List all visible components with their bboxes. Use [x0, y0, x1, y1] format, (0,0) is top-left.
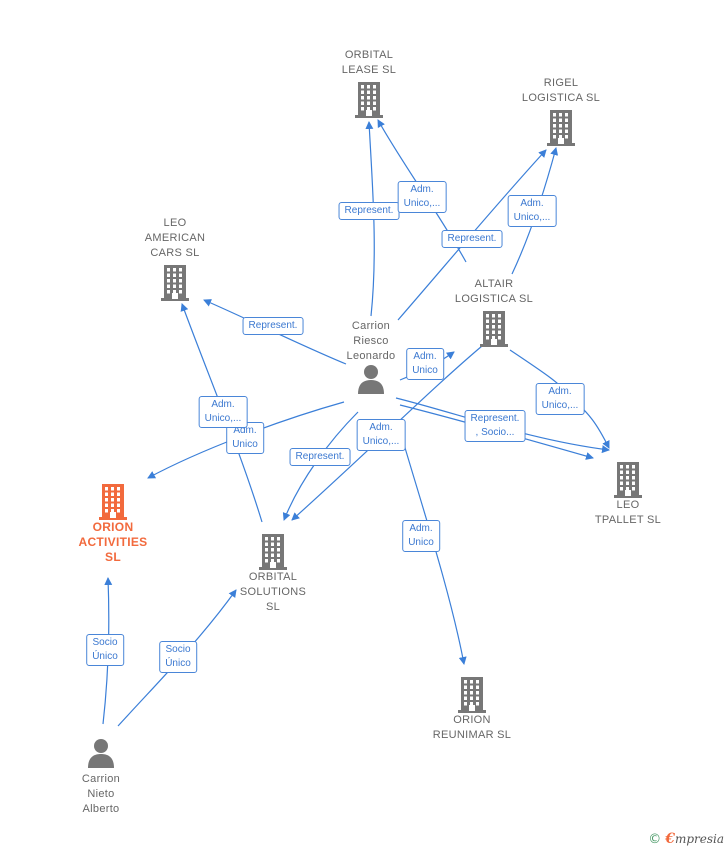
brand-name: mpresia: [674, 832, 724, 846]
edge-label[interactable]: Represent. , Socio...: [464, 410, 526, 442]
building-icon: [259, 534, 287, 570]
edge-line: [282, 411, 359, 521]
building-icon: [458, 677, 486, 713]
node-carrion-alberto[interactable]: Carrion Nieto Alberto: [46, 738, 156, 817]
node-label: LEO TPALLET SL: [594, 499, 662, 526]
person-icon: [358, 365, 384, 394]
node-leo-tpallet[interactable]: LEO TPALLET SL: [573, 458, 683, 528]
node-orbital-lease[interactable]: ORBITAL LEASE SL: [314, 48, 424, 118]
edge-label[interactable]: Adm. Unico: [406, 348, 444, 380]
building-icon: [480, 311, 508, 347]
node-label: ORBITAL SOLUTIONS SL: [239, 571, 307, 613]
node-label: ORION ACTIVITIES SL: [78, 520, 148, 564]
edge-label[interactable]: Socio Único: [159, 641, 197, 673]
building-icon: [614, 462, 642, 498]
edge-label[interactable]: Adm. Unico,...: [356, 419, 406, 451]
edge-label[interactable]: Represent.: [242, 317, 304, 335]
node-orion-activities[interactable]: ORION ACTIVITIES SL: [58, 480, 168, 565]
node-leo-american[interactable]: LEO AMERICAN CARS SL: [120, 216, 230, 301]
empresia-logo: ©€mpresia: [648, 831, 724, 847]
edge-label[interactable]: Socio Único: [86, 634, 124, 666]
node-orbital-solutions[interactable]: ORBITAL SOLUTIONS SL: [218, 530, 328, 615]
node-carrion-leonardo[interactable]: Carrion Riesco Leonardo: [316, 319, 426, 398]
edge-label[interactable]: Represent.: [289, 448, 351, 466]
building-icon: [355, 82, 383, 118]
node-label: LEO AMERICAN CARS SL: [144, 217, 206, 259]
node-label: ALTAIR LOGISTICA SL: [454, 278, 534, 305]
edge-label[interactable]: Adm. Unico,...: [507, 195, 557, 227]
node-rigel[interactable]: RIGEL LOGISTICA SL: [506, 76, 616, 146]
building-icon: [161, 265, 189, 301]
node-label: ORBITAL LEASE SL: [341, 49, 397, 76]
edge-label[interactable]: Adm. Unico: [402, 520, 440, 552]
edge-label[interactable]: Adm. Unico,...: [198, 396, 248, 428]
edge-label[interactable]: Adm. Unico,...: [397, 181, 447, 213]
copyright-icon: ©: [648, 832, 662, 847]
edge-label[interactable]: Represent.: [441, 230, 503, 248]
building-icon: [547, 110, 575, 146]
edge-label[interactable]: Represent.: [338, 202, 400, 220]
node-label: RIGEL LOGISTICA SL: [521, 77, 601, 104]
node-label: ORION REUNIMAR SL: [432, 714, 512, 741]
node-label: Carrion Nieto Alberto: [81, 773, 121, 815]
node-orion-reunimar[interactable]: ORION REUNIMAR SL: [417, 673, 527, 743]
person-icon: [88, 739, 114, 768]
node-label: Carrion Riesco Leonardo: [346, 320, 396, 362]
edge-label[interactable]: Adm. Unico,...: [535, 383, 585, 415]
brand-initial: €: [665, 831, 675, 847]
node-altair[interactable]: ALTAIR LOGISTICA SL: [439, 277, 549, 347]
building-icon: [99, 484, 127, 520]
